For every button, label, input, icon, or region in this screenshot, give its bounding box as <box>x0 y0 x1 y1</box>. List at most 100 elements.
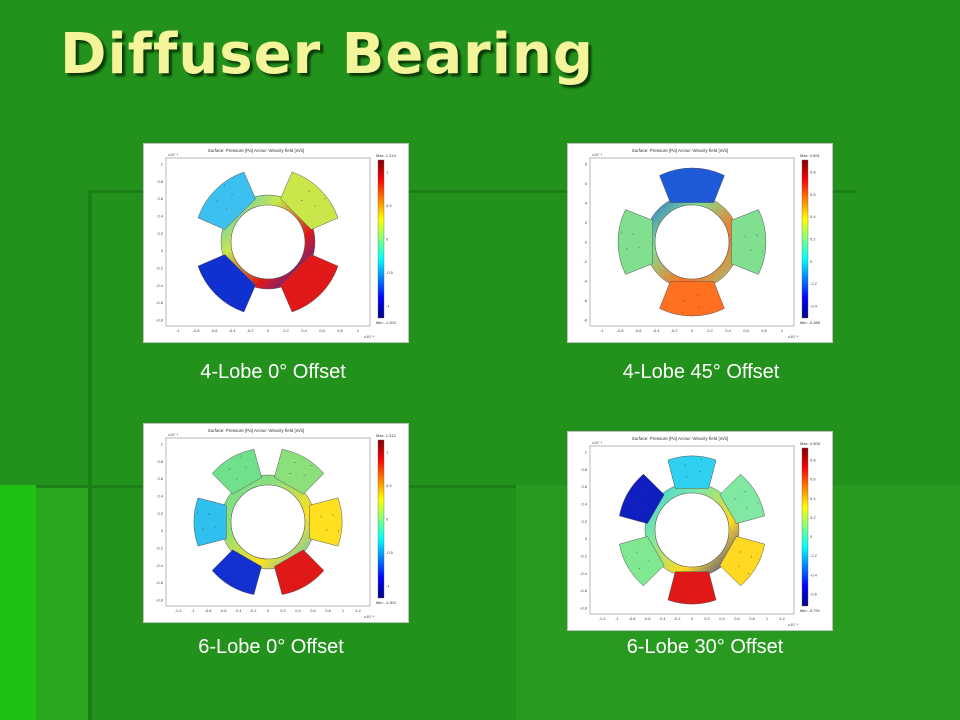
bearing-lobe <box>619 536 665 587</box>
x-tick-label: 0.8 <box>761 328 767 333</box>
bearing-lobe <box>619 473 665 524</box>
y-tick-label: 0.6 <box>581 484 587 489</box>
colorbar-tick-label: -0.4 <box>810 572 818 577</box>
colorbar-max-label: Max: 0.905 <box>800 441 821 446</box>
panel-6-lobe-30-offset: Surface: Pressure [Pa] Arrow: Velocity f… <box>568 432 832 630</box>
x-tick-label: -1 <box>615 616 619 621</box>
x-tick-label: -0.2 <box>674 616 682 621</box>
y-tick-label: -0.6 <box>580 588 588 593</box>
x-tick-label: 0.4 <box>719 616 725 621</box>
colorbar-tick-label: -0.5 <box>386 550 394 555</box>
velocity-arrow <box>757 501 759 504</box>
x-tick-label: 0.4 <box>301 328 307 333</box>
x-tick-label: 0 <box>267 608 270 613</box>
x-tick-label: 1 <box>781 328 784 333</box>
bearing-lobe <box>719 536 765 587</box>
y-tick-label: 0 <box>585 240 588 245</box>
colorbar-tick-label: 0.4 <box>810 214 816 219</box>
bearing-lobe <box>280 254 339 313</box>
y-tick-label: 0.4 <box>157 214 163 219</box>
velocity-arrow <box>696 294 699 296</box>
colorbar-tick-label: -0.5 <box>386 270 394 275</box>
bearing-lobe <box>197 171 256 230</box>
x-tick-label: -0.2 <box>250 608 258 613</box>
velocity-arrow <box>323 197 326 200</box>
velocity-arrow <box>219 277 222 279</box>
pressure-field-plot: Surface: Pressure [Pa] Arrow: Velocity f… <box>583 148 821 339</box>
colorbar-tick-label: 0.6 <box>810 192 816 197</box>
y-tick-label: 0 <box>161 528 164 533</box>
panel-4-lobe-45-offset: Surface: Pressure [Pa] Arrow: Velocity f… <box>568 144 832 342</box>
x-tick-label: 1.2 <box>355 608 361 613</box>
y-tick-label: -6 <box>583 298 587 303</box>
colorbar-min-label: Min: -0.485 <box>800 320 821 325</box>
bearing-lobe <box>274 549 325 595</box>
velocity-arrow <box>638 246 640 249</box>
velocity-arrow <box>332 514 334 517</box>
velocity-arrow <box>308 274 310 277</box>
x-tick-label: 0.8 <box>749 616 755 621</box>
x-tick-label: 0.6 <box>319 328 325 333</box>
bearing-lobe <box>280 171 339 230</box>
colorbar-min-label: Min: -1.202 <box>376 320 397 325</box>
colorbar-tick-label: 1 <box>386 170 389 175</box>
x-tick-label: 0.4 <box>295 608 301 613</box>
velocity-arrow <box>228 468 231 471</box>
y-tick-label: 0.8 <box>157 179 163 184</box>
x-tick-label: -0.6 <box>220 608 228 613</box>
y-tick-label: 2 <box>585 220 588 225</box>
x-tick-label: -1 <box>600 328 604 333</box>
y-tick-label: -0.2 <box>156 266 164 271</box>
y-tick-label: -4 <box>583 279 587 284</box>
velocity-arrow <box>289 576 292 578</box>
y-tick-label: -0.4 <box>580 571 588 576</box>
bearing-geometry <box>193 449 343 595</box>
x-tick-label: 0 <box>267 328 270 333</box>
x-tick-label: -0.4 <box>653 328 661 333</box>
y-tick-label: -8 <box>583 318 587 323</box>
colorbar-tick-label: 0 <box>386 517 389 522</box>
colorbar-max-label: Max: 1.312 <box>376 433 397 438</box>
colorbar-tick-label: -0.4 <box>810 304 818 309</box>
velocity-arrow <box>300 200 303 202</box>
x-axis-unit: x10⁻⁴ <box>364 614 375 619</box>
velocity-arrow <box>625 556 627 559</box>
velocity-arrow <box>697 594 700 596</box>
plot-frame <box>589 157 795 327</box>
x-tick-label: 0.2 <box>707 328 713 333</box>
background-line-vertical <box>88 190 92 720</box>
velocity-arrow <box>684 176 687 178</box>
y-tick-label: -0.2 <box>156 546 164 551</box>
colorbar-tick-label: 0 <box>810 534 813 539</box>
velocity-arrow <box>685 476 688 478</box>
y-tick-label: 0.6 <box>157 196 163 201</box>
velocity-arrow <box>734 498 737 500</box>
colorbar-tick-label: 0.8 <box>810 458 816 463</box>
bearing-lobe <box>309 497 343 547</box>
velocity-arrow <box>320 515 322 518</box>
y-axis-unit: x10⁻⁴ <box>592 152 603 157</box>
bearing-lobe <box>193 497 227 547</box>
x-tick-label: 1 <box>766 616 769 621</box>
colorbar-tick-label: 0.2 <box>810 515 816 520</box>
velocity-arrow <box>738 565 740 568</box>
colorbar <box>377 439 385 599</box>
y-axis-unit: x10⁻⁴ <box>592 440 603 445</box>
x-tick-label: -0.6 <box>635 328 643 333</box>
velocity-arrow <box>684 464 687 466</box>
y-tick-label: -0.6 <box>156 580 164 585</box>
x-tick-label: -0.6 <box>211 328 219 333</box>
colorbar-tick-label: 1 <box>386 450 389 455</box>
y-tick-label: -0.6 <box>156 300 164 305</box>
velocity-arrow <box>225 292 228 294</box>
x-axis-unit: x10⁻⁴ <box>788 622 799 627</box>
y-tick-label: -0.4 <box>156 283 164 288</box>
pressure-field-plot: Surface: Pressure [Pa] Arrow: Velocity f… <box>156 428 397 619</box>
colorbar-min-label: Min: -0.791 <box>800 608 821 613</box>
x-tick-label: 0.8 <box>337 328 343 333</box>
colorbar-tick-label: 0 <box>810 259 813 264</box>
x-tick-label: 0 <box>691 328 694 333</box>
velocity-arrow <box>303 474 306 476</box>
x-tick-label: -0.8 <box>193 328 201 333</box>
plot-frame <box>589 445 795 615</box>
